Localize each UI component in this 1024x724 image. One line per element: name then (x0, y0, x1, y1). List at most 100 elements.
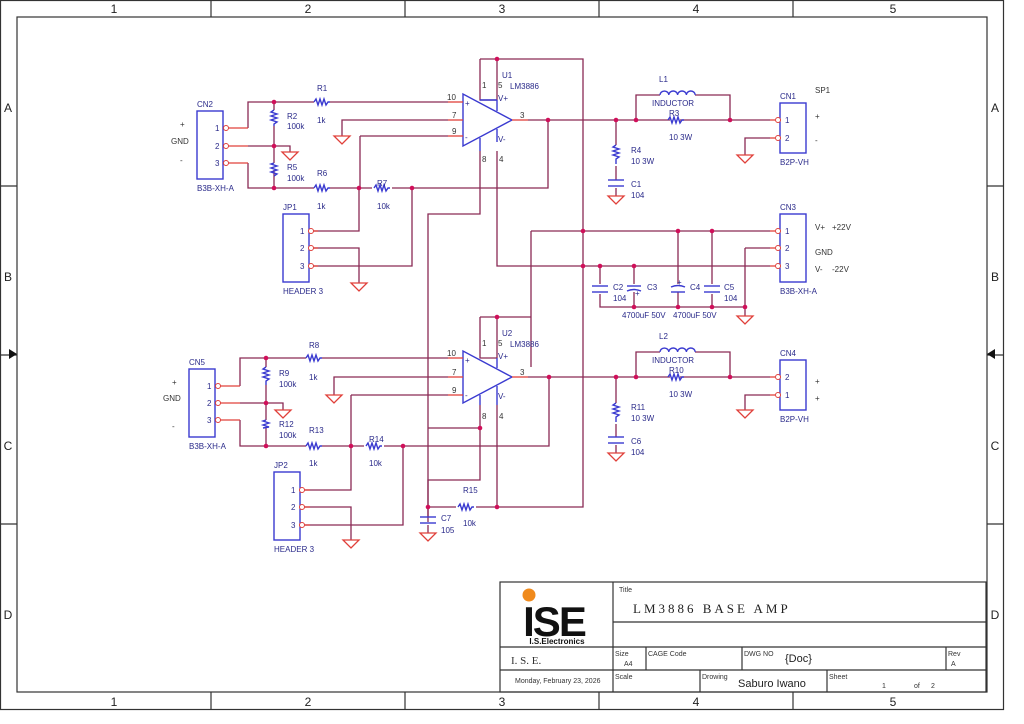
u1-pin-10: 10 (447, 93, 456, 102)
connector-cn3[interactable]: 1 2 3 CN3 B3B-XH-A V+ GND V- +22V -22V (770, 203, 852, 296)
r14-ref: R14 (369, 435, 384, 444)
resistor-r11[interactable] (610, 402, 622, 422)
resistor-r1[interactable] (313, 96, 330, 108)
resistor-r2[interactable] (268, 109, 280, 126)
header-jp2[interactable]: 1 2 3 JP2 HEADER 3 (273, 461, 315, 554)
r12-value: 100k (279, 431, 297, 440)
u1-part: LM3886 (510, 82, 539, 91)
resistor-r6[interactable] (313, 182, 330, 194)
u2-pin-5: 5 (498, 339, 503, 348)
inductor-l1[interactable] (659, 90, 696, 96)
cn1-part: B2P-VH (780, 158, 809, 167)
c4-ref: C4 (690, 283, 701, 292)
drawer-label: Drowing (702, 674, 728, 681)
cn3-value-vplus: +22V (832, 223, 852, 232)
resistor-r7[interactable] (373, 182, 390, 194)
header-jp1[interactable]: 1 2 3 JP1 HEADER 3 (282, 203, 324, 296)
jp1-part: HEADER 3 (283, 287, 324, 296)
zone-row-b-right: B (991, 270, 999, 284)
resistor-r14[interactable] (365, 440, 382, 452)
resistor-r15[interactable] (457, 501, 474, 513)
ground-icon (324, 394, 344, 404)
capacitor-c4[interactable]: + (670, 278, 686, 293)
r11-value: 10 3W (631, 414, 655, 423)
zone-row-d: D (4, 608, 13, 622)
r5-ref: R5 (287, 163, 298, 172)
resistor-r9[interactable] (260, 366, 272, 385)
c1-ref: C1 (631, 180, 642, 189)
cn2-ref: CN2 (197, 100, 214, 109)
resistor-r10[interactable] (667, 371, 684, 383)
r2-value: 100k (287, 122, 305, 131)
cn4-pin-2: 2 (785, 373, 790, 382)
zone-col-5: 5 (890, 2, 897, 16)
cn4-ref: CN4 (780, 349, 797, 358)
cn5-label-plus: + (172, 378, 177, 387)
opamp-u1[interactable]: 10 7 9 3 + - V+ V- 1 5 8 4 U1 LM3886 (447, 71, 539, 164)
cn5-pin-3: 3 (207, 416, 212, 425)
u2-pin-7: 7 (452, 368, 457, 377)
sheet-total: 2 (931, 683, 935, 690)
capacitor-c6[interactable] (608, 436, 624, 444)
zone-col-5-bottom: 5 (890, 695, 897, 709)
resistors (260, 96, 684, 513)
zone-col-1-bottom: 1 (111, 695, 118, 709)
cn2-pin-1: 1 (215, 124, 220, 133)
opamp-u2[interactable]: 10 7 9 3 + - V+ V- 1 5 8 4 U2 LM3886 (447, 329, 539, 421)
connector-cn5[interactable]: 1 2 3 CN5 B3B-XH-A + GND - (163, 358, 240, 451)
resistor-r3[interactable] (667, 114, 684, 126)
r8-ref: R8 (309, 341, 320, 350)
jp1-pin-3: 3 (300, 262, 305, 271)
c1-value: 104 (631, 191, 645, 200)
u1-pin-1: 1 (482, 81, 487, 90)
rev-label: Rev (948, 651, 961, 658)
r14-value: 10k (369, 459, 383, 468)
svg-text:+: + (635, 289, 640, 298)
resistor-r5[interactable] (268, 162, 280, 177)
zone-col-2: 2 (305, 2, 312, 16)
cn2-pin-2: 2 (215, 142, 220, 151)
connector-cn1[interactable]: 1 2 CN1 B2P-VH SP1 + - (770, 86, 831, 167)
r9-value: 100k (279, 380, 297, 389)
c3-ref: C3 (647, 283, 658, 292)
dwg-value: {Doc} (785, 653, 812, 665)
resistor-r4[interactable] (610, 144, 622, 164)
r12-ref: R12 (279, 420, 294, 429)
r5-value: 100k (287, 174, 305, 183)
u2-minus-sign: - (465, 391, 468, 400)
cn4-label-1: + (815, 377, 820, 386)
resistor-r12[interactable] (260, 419, 272, 429)
resistor-r8[interactable] (305, 352, 322, 364)
jp2-pin-1: 1 (291, 486, 296, 495)
zone-col-3: 3 (499, 2, 506, 16)
connector-cn4[interactable]: 2 1 CN4 B2P-VH + + (770, 349, 820, 424)
r1-value: 1k (317, 116, 326, 125)
cn3-label-gnd: GND (815, 248, 833, 257)
r6-value: 1k (317, 202, 326, 211)
resistor-r13[interactable] (305, 440, 322, 452)
zone-col-3-bottom: 3 (499, 695, 506, 709)
c2-ref: C2 (613, 283, 624, 292)
c6-ref: C6 (631, 437, 642, 446)
capacitor-c3[interactable]: + (626, 285, 642, 298)
capacitor-c1[interactable] (608, 179, 624, 187)
l1-value: INDUCTOR (652, 99, 694, 108)
r15-ref: R15 (463, 486, 478, 495)
c7-ref: C7 (441, 514, 452, 523)
capacitor-c7[interactable] (420, 516, 436, 524)
ground-icon (606, 452, 626, 462)
u2-pin-10: 10 (447, 349, 456, 358)
zone-row-d-right: D (991, 608, 1000, 622)
scale-label: Scale (615, 674, 633, 681)
inductor-l2[interactable] (659, 347, 696, 353)
r7-ref: R7 (377, 179, 388, 188)
ground-icon (735, 154, 755, 164)
cn1-ref: CN1 (780, 92, 797, 101)
connector-cn2[interactable]: 1 2 3 CN2 B3B-XH-A + GND - (171, 100, 248, 193)
capacitor-c5[interactable] (704, 285, 720, 293)
cn3-ref: CN3 (780, 203, 797, 212)
capacitor-c2[interactable] (592, 285, 608, 293)
drawing-title: LM3886 BASE AMP (633, 601, 791, 616)
c2-value: 104 (613, 294, 627, 303)
jp2-part: HEADER 3 (274, 545, 315, 554)
